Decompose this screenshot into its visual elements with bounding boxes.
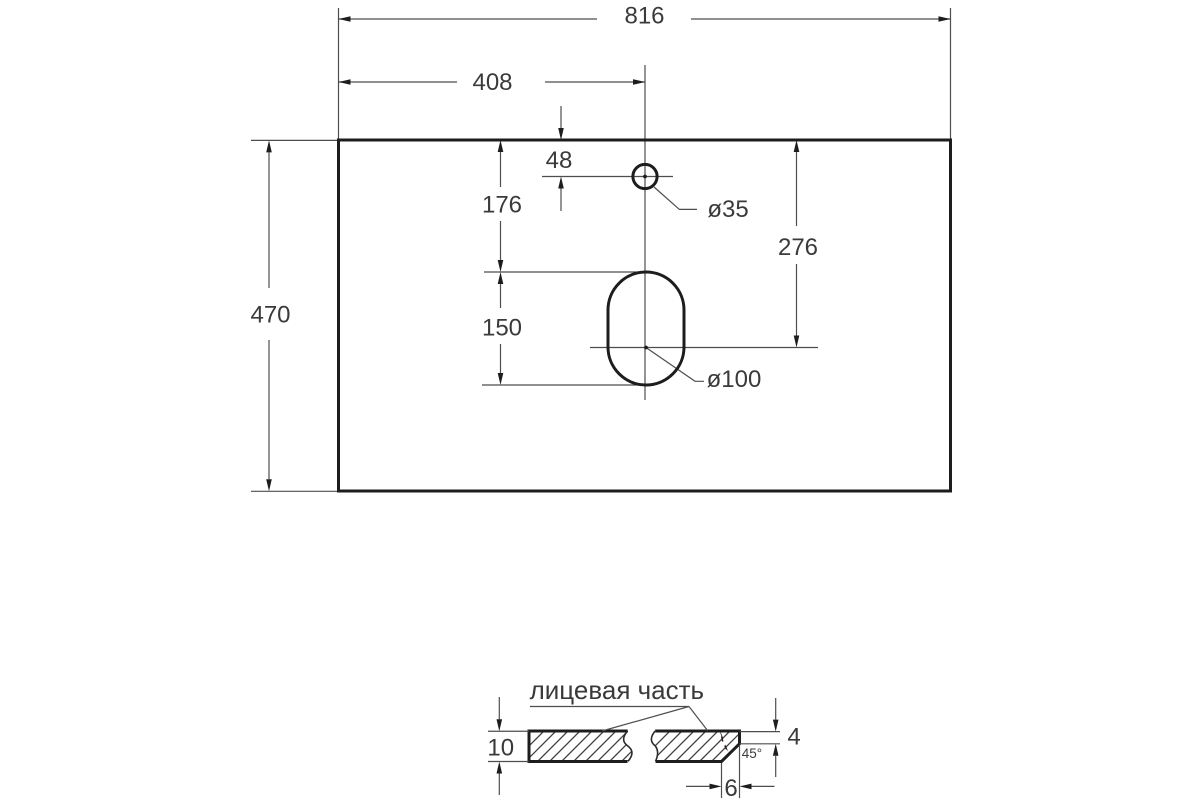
svg-text:6: 6 xyxy=(724,775,737,800)
svg-text:470: 470 xyxy=(250,302,290,329)
svg-text:48: 48 xyxy=(546,147,573,174)
svg-text:10: 10 xyxy=(487,735,514,762)
svg-text:150: 150 xyxy=(482,315,522,342)
svg-text:4: 4 xyxy=(787,724,800,751)
svg-text:176: 176 xyxy=(482,192,522,219)
svg-text:лицевая часть: лицевая часть xyxy=(530,675,705,705)
svg-text:276: 276 xyxy=(778,234,818,261)
svg-text:ø100: ø100 xyxy=(707,366,762,393)
svg-text:45°: 45° xyxy=(742,746,762,761)
svg-text:408: 408 xyxy=(472,69,512,96)
svg-text:816: 816 xyxy=(624,3,664,30)
svg-text:ø35: ø35 xyxy=(707,196,748,223)
